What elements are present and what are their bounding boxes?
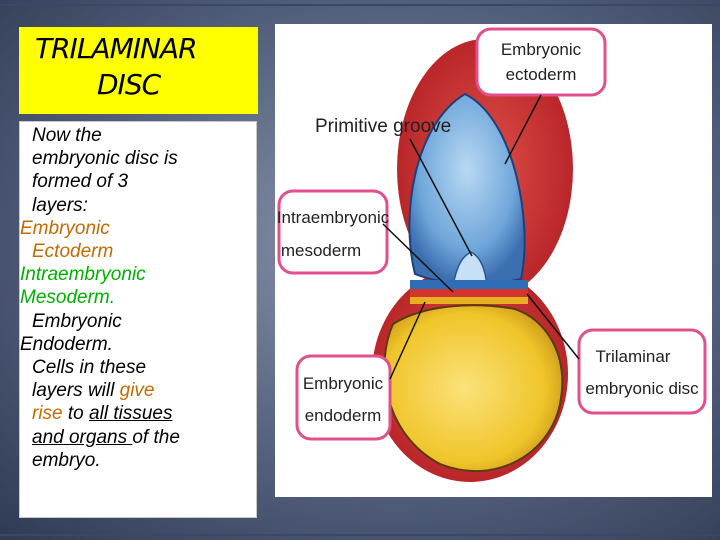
ectoderm-term-2: Ectoderm (32, 241, 114, 263)
embryo-figure: Embryonic ectoderm Primitive groove Intr… (275, 24, 712, 497)
endoderm-term-2: Endoderm. (20, 333, 113, 355)
yolk-sac (383, 304, 564, 473)
label-ectoderm-line2: ectoderm (506, 65, 577, 84)
mesoderm-layer (410, 289, 528, 297)
label-primitive-groove: Primitive groove (315, 116, 451, 137)
text-span: of the (132, 426, 180, 448)
label-trilaminar-line2: embryonic disc (585, 379, 699, 398)
text-line: rise to all tissues (20, 402, 256, 425)
label-ectoderm-line1: Embryonic (501, 40, 582, 59)
text-line: formed of 3 (32, 171, 129, 193)
title-line-1: TRILAMINAR (35, 32, 198, 65)
mesoderm-term: Intraembryonic (20, 264, 146, 286)
text-line: and organs of the (20, 426, 256, 449)
ectoderm-term: Embryonic (20, 217, 110, 239)
text-line: layers will give (20, 379, 256, 402)
endoderm-layer (410, 297, 528, 304)
ectoderm-layer (410, 280, 528, 289)
text-line: embryo. (32, 449, 101, 471)
frame-line-bottom (0, 534, 720, 536)
underlined-all-tissues: all tissues (89, 403, 173, 425)
embryo-diagram: Embryonic ectoderm Primitive groove Intr… (277, 27, 707, 482)
text-span: to (62, 403, 90, 425)
highlight-give: give (119, 380, 155, 402)
endoderm-term: Embryonic (32, 310, 122, 332)
text-span: layers will (32, 380, 120, 402)
label-box-endoderm (295, 354, 392, 441)
text-line: embryonic disc is (32, 148, 178, 170)
label-box-ectoderm (475, 27, 607, 97)
title-box: TRILAMINAR DISC (19, 27, 258, 114)
label-mesoderm-line1: Intraembryonic (277, 208, 390, 227)
text-line: layers: (32, 194, 88, 216)
label-box-mesoderm (277, 189, 389, 275)
label-endoderm-line1: Embryonic (303, 374, 384, 393)
primitive-streak (452, 251, 488, 287)
title-line-2: DISC (97, 68, 161, 101)
label-endoderm-line2: endoderm (305, 406, 382, 425)
mesoderm-term-2: Mesoderm. (20, 287, 116, 309)
frame-line-top (0, 4, 720, 6)
underlined-organs: and organs (32, 426, 133, 448)
body-text-box: Now the embryonic disc is formed of 3 la… (19, 121, 257, 518)
text-line: Cells in these (32, 357, 147, 379)
label-mesoderm-line2: mesoderm (281, 241, 361, 260)
label-trilaminar-line1: Trilaminar (596, 347, 671, 366)
highlight-rise: rise (32, 403, 63, 425)
text-line: Now the (32, 125, 102, 146)
leader-lines (382, 94, 580, 380)
label-box-trilaminar (577, 328, 707, 415)
